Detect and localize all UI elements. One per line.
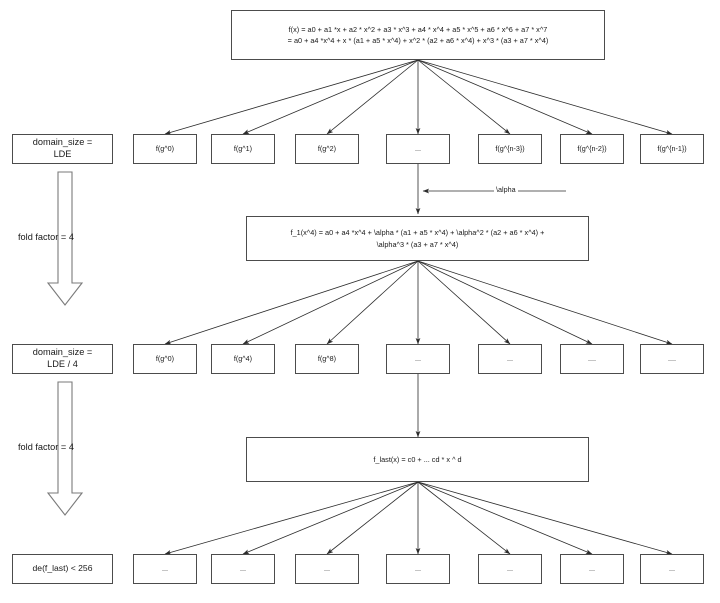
top-polynomial-box: f(x) = a0 + a1 *x + a2 * x^2 + a3 * x^3 … <box>231 10 605 60</box>
row3-cell-6[interactable]: ... <box>640 554 704 584</box>
row2-cell-6[interactable]: .... <box>640 344 704 374</box>
fold-factor-label-2: fold factor = 4 <box>18 442 74 452</box>
row3-cell-4[interactable]: ... <box>478 554 542 584</box>
row1-cell-5[interactable]: f(g^{n-2}) <box>560 134 624 164</box>
row3-cell-0[interactable]: ... <box>133 554 197 584</box>
alpha-edge-label: \alpha <box>494 185 518 194</box>
row3-cell-1[interactable]: ... <box>211 554 275 584</box>
row2-cell-5[interactable]: .... <box>560 344 624 374</box>
row1-cell-4[interactable]: f(g^{n-3}) <box>478 134 542 164</box>
row1-cell-2[interactable]: f(g^2) <box>295 134 359 164</box>
row1-cell-1[interactable]: f(g^1) <box>211 134 275 164</box>
fold-factor-label-1: fold factor = 4 <box>18 232 74 242</box>
row1-cell-0[interactable]: f(g^0) <box>133 134 197 164</box>
domain-size-label-row1: domain_size = LDE <box>12 134 113 164</box>
row2-cell-0[interactable]: f(g^0) <box>133 344 197 374</box>
row2-cell-3[interactable]: ... <box>386 344 450 374</box>
row1-cell-6[interactable]: f(g^{n-1}) <box>640 134 704 164</box>
row3-cell-3[interactable]: ... <box>386 554 450 584</box>
domain-size-label-row2: domain_size = LDE / 4 <box>12 344 113 374</box>
fold1-polynomial-box: f_1(x^4) = a0 + a4 *x^4 + \alpha * (a1 +… <box>246 216 589 261</box>
row1-cell-3[interactable]: ... <box>386 134 450 164</box>
row2-cell-1[interactable]: f(g^4) <box>211 344 275 374</box>
last-polynomial-box: f_last(x) = c0 + ... cd * x ^ d <box>246 437 589 482</box>
row3-cell-2[interactable]: ... <box>295 554 359 584</box>
row2-cell-2[interactable]: f(g^8) <box>295 344 359 374</box>
row3-cell-5[interactable]: ... <box>560 554 624 584</box>
row2-cell-4[interactable]: ... <box>478 344 542 374</box>
degree-bound-label: de(f_last) < 256 <box>12 554 113 584</box>
